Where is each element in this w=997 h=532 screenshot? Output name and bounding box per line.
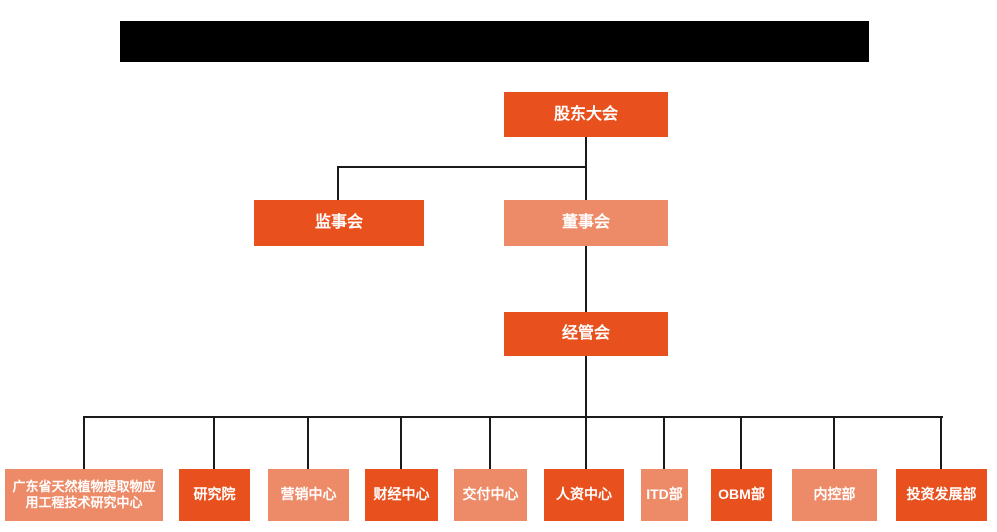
node-dept-internal-control: 内控部 [792, 469, 877, 521]
connector-line [940, 416, 942, 470]
connector-line [585, 137, 587, 200]
connector-line [307, 416, 309, 470]
node-dept-delivery-center: 交付中心 [454, 469, 527, 521]
node-shareholders-meeting: 股东大会 [504, 92, 668, 137]
node-dept-obm: OBM部 [711, 469, 772, 521]
connector-line [213, 416, 215, 470]
connector-line [740, 416, 742, 470]
redacted-title-bar [120, 21, 869, 62]
connector-line [489, 416, 491, 470]
connector-line [585, 246, 587, 312]
node-supervisory-board: 监事会 [254, 200, 424, 246]
node-management-committee: 经管会 [504, 312, 668, 356]
connector-line [83, 416, 943, 418]
connector-line [663, 416, 665, 470]
connector-line [585, 356, 587, 470]
connector-line [337, 166, 587, 168]
node-dept-finance-center: 财经中心 [365, 469, 438, 521]
connector-line [83, 416, 85, 470]
node-dept-hr-center: 人资中心 [544, 469, 624, 521]
connector-line [337, 166, 339, 200]
node-dept-marketing-center: 营销中心 [268, 469, 349, 521]
node-board-of-directors: 董事会 [504, 200, 668, 246]
node-dept-research-center: 广东省天然植物提取物应用工程技术研究中心 [5, 469, 163, 521]
connector-line [400, 416, 402, 470]
node-dept-investment-development: 投资发展部 [896, 469, 987, 521]
node-dept-research-institute: 研究院 [179, 469, 250, 521]
connector-line [833, 416, 835, 470]
node-dept-itd: ITD部 [641, 469, 688, 521]
